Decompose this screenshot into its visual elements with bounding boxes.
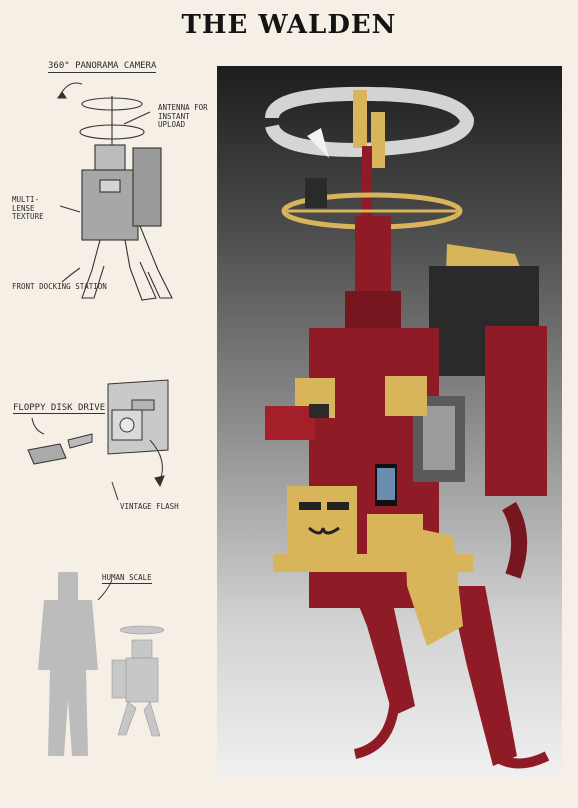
docking-label: FRONT DOCKING STATION (12, 282, 107, 291)
robot-render (265, 86, 550, 769)
lenses-label: MULTI-LENSE TEXTURE (12, 195, 44, 222)
flash-label: VINTAGE FLASH (120, 502, 179, 511)
scale-label: HUMAN SCALE (102, 573, 152, 584)
floppy-drive-sketch (27, 379, 169, 501)
floppy-label: FLOPPY DISK DRIVE (13, 403, 106, 415)
robot-render-panel (217, 66, 562, 778)
human-scale-silhouettes (38, 572, 165, 756)
page-title: THE WALDEN (181, 10, 397, 40)
camera-header-label: 360° PANORAMA CAMERA (48, 61, 157, 74)
robot-sketch (56, 82, 173, 301)
antenna-label: ANTENNA FOR INSTANT UPLOAD (158, 103, 208, 130)
